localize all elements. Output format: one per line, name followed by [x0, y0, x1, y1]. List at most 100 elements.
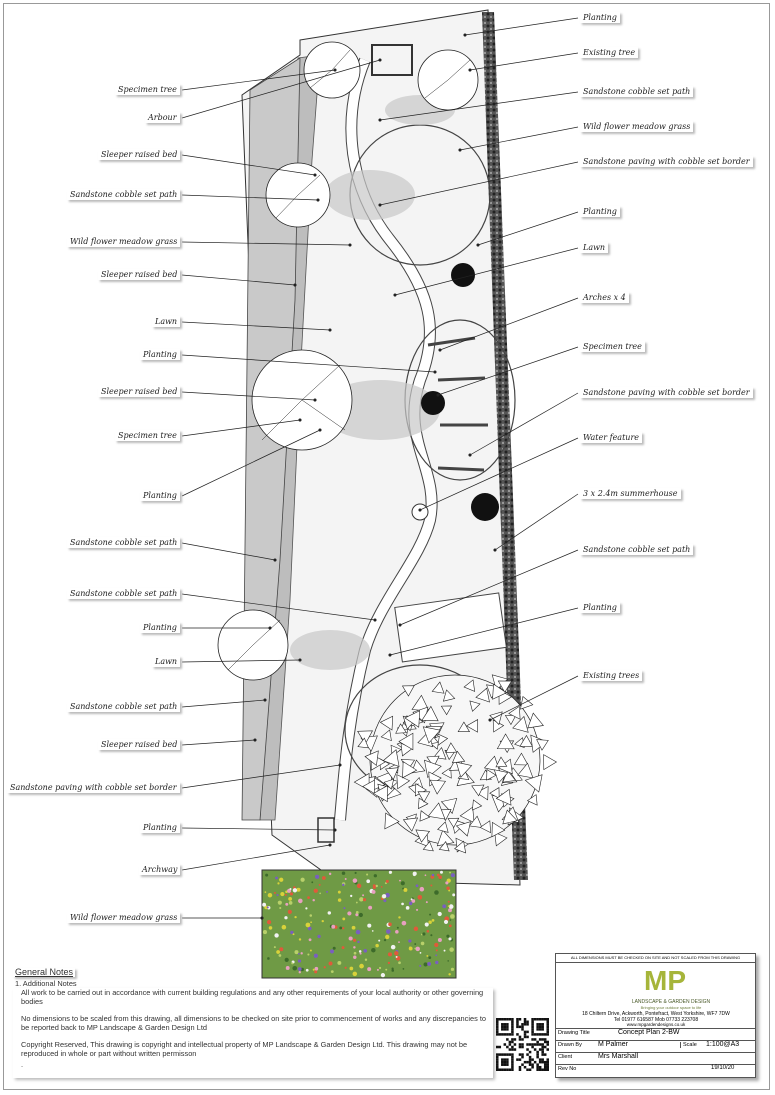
title-warning: ALL DIMENSIONS MUST BE CHECKED ON SITE A… [556, 954, 755, 963]
leader-arrow [333, 828, 337, 832]
label-meadow-grass-r1: Wild flower meadow grass [580, 121, 694, 132]
flower-dot [385, 892, 390, 898]
qr-module [523, 1065, 527, 1069]
flower-dot [448, 937, 452, 941]
leaf-mark [422, 841, 434, 852]
qr-module [516, 1018, 519, 1021]
qr-module [526, 1068, 529, 1071]
flower-dot [428, 956, 432, 960]
leaf-mark [469, 700, 481, 712]
flower-dot [449, 871, 451, 874]
qr-module [506, 1025, 509, 1029]
leaf-mark [372, 785, 388, 803]
qr-module [538, 1023, 542, 1026]
qr-module [526, 1020, 529, 1024]
qr-module [538, 1068, 542, 1071]
flower-dot [279, 906, 282, 910]
qr-module [536, 1063, 539, 1066]
qr-module [531, 1030, 534, 1034]
leader-arrow [436, 393, 440, 397]
date: 19/10/20 [711, 1065, 735, 1071]
flower-dot [268, 926, 273, 930]
qr-module [518, 1065, 522, 1069]
qr-module [536, 1033, 539, 1036]
qr-module [536, 1028, 539, 1031]
label-planting-1: Planting [140, 349, 180, 360]
leaf-mark [431, 681, 445, 694]
flower-dot [375, 943, 379, 948]
leaf-mark [463, 679, 476, 692]
leaf-mark [422, 726, 441, 744]
flower-dot [319, 892, 321, 895]
flower-dot [305, 968, 309, 972]
qr-module [531, 1033, 534, 1036]
label-specimen-tree-1: Specimen tree [115, 84, 180, 95]
flower-dot [342, 883, 345, 887]
flower-dot [337, 898, 342, 902]
flower-dot [367, 967, 372, 972]
label-planting-3: Planting [140, 622, 180, 633]
qr-module [511, 1045, 514, 1049]
qr-module [498, 1053, 502, 1056]
qr-module [523, 1060, 527, 1064]
leaf-mark [395, 723, 407, 734]
leaf-mark [508, 705, 521, 720]
flower-dot [386, 929, 391, 934]
flower-dot [323, 966, 326, 969]
qr-module [506, 1028, 509, 1031]
summerhouse [394, 592, 507, 663]
leaf-mark [495, 788, 512, 806]
qr-module [526, 1053, 529, 1056]
qr-module [498, 1045, 502, 1049]
flower-dot [440, 870, 443, 874]
qr-module [541, 1060, 544, 1064]
notes-sub: 1. Additional Notes [15, 979, 77, 988]
label-planting-r2: Planting [580, 206, 620, 217]
qr-module [496, 1023, 499, 1026]
qr-module [528, 1050, 532, 1054]
qr-module [501, 1068, 504, 1071]
flower-dot [332, 946, 336, 950]
flower-dot [426, 954, 429, 957]
leaf-mark [486, 768, 497, 781]
flower-dot [383, 938, 387, 942]
leaf-mark [489, 711, 503, 726]
leaf-mark [357, 737, 369, 749]
leaf-mark [536, 739, 549, 751]
qr-module [536, 1068, 539, 1071]
qr-module [546, 1040, 549, 1044]
qr-module [531, 1018, 534, 1021]
flower-dot [450, 914, 455, 919]
flower-dot [347, 911, 352, 916]
flower-dot [296, 887, 301, 892]
flower-dot [307, 953, 310, 956]
qr-module [541, 1048, 544, 1051]
flower-dot [313, 888, 318, 893]
qr-module [533, 1033, 537, 1036]
flower-dot [448, 904, 454, 909]
qr-module [521, 1043, 524, 1046]
qr-module [536, 1018, 539, 1021]
qr-module [511, 1023, 514, 1026]
row-drawing-title: Drawing Title Concept Plan 2-BW [556, 1028, 755, 1041]
leader-planting-r1 [464, 17, 579, 36]
label-arches: Arches x 4 [580, 292, 629, 303]
flower-dot [305, 907, 308, 910]
qr-module [536, 1053, 539, 1056]
flower-dot [351, 925, 356, 930]
qr-module [541, 1050, 544, 1054]
qr-module [501, 1063, 504, 1066]
leader-arrow [253, 738, 257, 742]
flower-dot [265, 873, 269, 877]
label-sleeper-raised-bed-4: Sleeper raised bed [98, 739, 181, 750]
leader-specimen-tree-1 [181, 69, 336, 91]
label-existing-tree: Existing tree [580, 47, 639, 58]
flower-dot [422, 932, 426, 936]
flower-dot [317, 934, 321, 939]
flower-dot [289, 892, 294, 896]
title-block: ALL DIMENSIONS MUST BE CHECKED ON SITE A… [555, 953, 756, 1078]
leader-specimen-tree-r1 [437, 346, 579, 396]
flower-dot [309, 949, 312, 952]
qr-module [518, 1045, 522, 1049]
qr-module [541, 1025, 544, 1029]
